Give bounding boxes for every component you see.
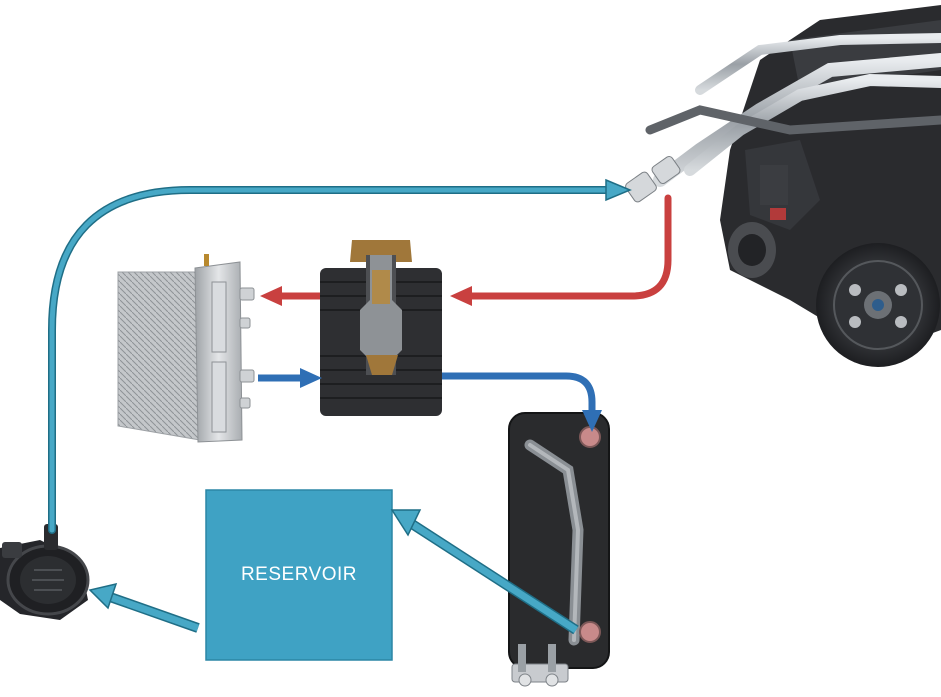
arrowhead-to-valve [450,286,472,306]
arrowhead-into-pump [88,582,118,610]
supercharged-engine-icon [625,5,941,367]
reservoir-box [205,489,393,661]
arrowhead-to-radiator [260,286,282,306]
valve-to-intercooler-line [442,372,602,432]
hot-to-radiator-line [260,286,320,306]
arrowhead-into-intercooler [582,410,602,432]
reservoir-to-pump-line [88,582,200,633]
electric-pump-icon [0,524,90,620]
arrowhead-into-reservoir [390,509,422,537]
heat-exchanger-icon [117,254,255,443]
cold-supply-line [48,178,632,534]
intercooler-brick-icon [508,412,610,687]
arrowhead-into-valve [300,368,322,388]
thermostatic-valve-icon [320,240,442,416]
intercooler-to-reservoir-line [390,509,579,635]
radiator-to-valve-line [258,368,322,388]
hot-return-line [450,194,672,306]
arrowhead-to-engine [605,178,632,202]
